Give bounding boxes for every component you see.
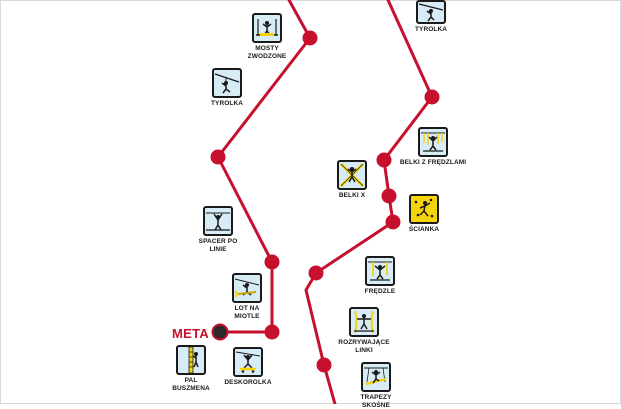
breaking-lines-icon [349, 307, 379, 337]
skateboard-icon [233, 347, 263, 377]
station-trapezy-skosne[interactable]: TRAPEZY SKOŚNE [346, 362, 406, 409]
station-label: LOT NA MIOTLE [234, 305, 260, 320]
broom-flight-icon [232, 273, 262, 303]
station-belki-x[interactable]: BELKI X [334, 160, 370, 200]
station-belki-z-fredzlami[interactable]: BELKI Z FRĘDZLAMI [395, 127, 471, 167]
zipline-icon [416, 0, 446, 24]
fringed-beams-icon [418, 127, 448, 157]
drawbridge-icon [252, 13, 282, 43]
route-node-right-8 [385, 214, 401, 230]
station-deskorolka[interactable]: DESKOROLKA [224, 347, 272, 387]
finish-label: META [172, 326, 210, 341]
route-node-left-1 [302, 30, 318, 46]
route-node-right-10 [316, 357, 332, 373]
station-label: TRAPEZY SKOŚNE [360, 394, 392, 409]
station-label: ROZRYWAJĄCE LINKI [338, 339, 390, 354]
station-tyrolka-left[interactable]: TYROLKA [209, 68, 245, 108]
climbing-wall-icon [409, 194, 439, 224]
station-spacer-po-linie[interactable]: SPACER PO LINIE [198, 206, 238, 253]
route-node-right-9 [308, 265, 324, 281]
bushman-pole-icon [176, 345, 206, 375]
route-node-right-5 [424, 89, 440, 105]
station-label: PAL BUSZMENA [172, 377, 210, 392]
station-pal-buszmena[interactable]: PAL BUSZMENA [172, 345, 210, 392]
station-rozrywajace-linki[interactable]: ROZRYWAJĄCE LINKI [338, 307, 390, 354]
station-tyrolka-right[interactable]: TYROLKA [413, 0, 449, 34]
station-lot-na-miotle[interactable]: LOT NA MIOTLE [224, 273, 270, 320]
station-label: TYROLKA [210, 100, 244, 107]
x-beams-icon [337, 160, 367, 190]
station-mosty-zwodzone[interactable]: MOSTY ZWODZONE [247, 13, 287, 60]
rope-walk-icon [203, 206, 233, 236]
route-node-left-3 [264, 254, 280, 270]
route-node-left-4 [264, 324, 280, 340]
fringes-icon [365, 256, 395, 286]
station-fredzle[interactable]: FRĘDZLE [360, 256, 400, 296]
station-label: TYROLKA [414, 26, 448, 33]
station-label: MOSTY ZWODZONE [247, 45, 287, 60]
slanted-trapeze-icon [361, 362, 391, 392]
finish-node [211, 323, 229, 341]
station-label: ŚCIANKA [408, 226, 440, 233]
station-label: BELKI X [338, 192, 366, 199]
station-label: SPACER PO LINIE [198, 238, 238, 253]
route-node-right-6 [376, 152, 392, 168]
station-label: FRĘDZLE [364, 288, 396, 295]
station-label: BELKI Z FRĘDZLAMI [399, 159, 467, 166]
route-node-left-2 [210, 149, 226, 165]
station-label: DESKOROLKA [224, 379, 272, 386]
route-node-right-7 [381, 188, 397, 204]
zipline-icon [212, 68, 242, 98]
station-scianka[interactable]: ŚCIANKA [404, 194, 444, 234]
